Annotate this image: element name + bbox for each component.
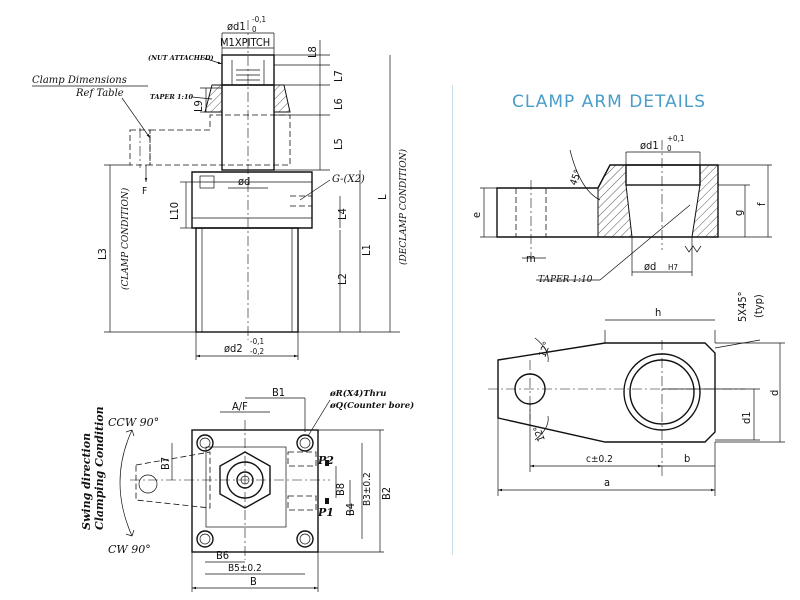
dim-G: G-(X2) (332, 174, 365, 185)
dim-12-bottom: 12° (532, 424, 548, 443)
note-ref-table: Ref Table (75, 88, 124, 99)
dim-L7: L7 (332, 70, 345, 82)
dim-m: m (526, 252, 536, 265)
dim-h7: H7 (668, 263, 678, 272)
dim-L: L (376, 194, 389, 200)
dim-chamfer-2: (typ) (752, 294, 765, 318)
dim-L8: L8 (306, 46, 319, 58)
dim-d2-sup: -0,1 (250, 337, 264, 346)
dim-AF: A/F (232, 400, 248, 413)
label-swing-2: Clamping Condition (93, 406, 106, 530)
label-ccw: CCW 90° (108, 416, 159, 429)
dim-a: a (604, 476, 610, 489)
dim-arm-d1: ød1 (640, 139, 659, 152)
page-title: CLAMP ARM DETAILS (512, 92, 706, 112)
swing-arc (119, 429, 133, 537)
dim-d2: ød2 (224, 342, 243, 355)
arm-top-view: h 5X45° (typ) 12° 12° d1 d c±0.2 b a (488, 291, 785, 496)
arm-top-outline (497, 342, 716, 443)
dim-e: e (470, 212, 483, 218)
dim-g: g (732, 210, 745, 216)
dim-L9: L9 (192, 100, 205, 112)
section-divider (452, 85, 453, 555)
dim-arm-d1b: d1 (740, 411, 753, 424)
dim-B8: B8 (334, 483, 347, 496)
clamp-body (195, 227, 299, 333)
dim-L4: L4 (336, 208, 349, 220)
note-counter-bore: øQ(Counter bore) (329, 400, 414, 411)
dim-B6: B6 (216, 549, 229, 562)
label-cw: CW 90° (108, 543, 151, 556)
dim-B4: B4 (344, 503, 357, 516)
label-P1: P1 (317, 506, 334, 519)
note-nut-attached: (NUT ATTACHED) (148, 54, 214, 62)
dim-d1-sup: -0,1 (252, 15, 266, 24)
clamp-arm-dashed (149, 114, 291, 166)
mount-hole-bl (196, 530, 214, 548)
dim-L1: L1 (360, 244, 373, 256)
dim-d1-sub: 0 (252, 25, 257, 34)
dim-B1: B1 (272, 386, 285, 399)
label-taper: TAPER 1:10 (538, 275, 593, 285)
dim-d2-sub: -0,2 (250, 347, 264, 356)
dim-L10: L10 (168, 202, 181, 220)
dim-arm-d: d (768, 390, 781, 396)
dim-arm-d1-sup: +0,1 (667, 134, 684, 143)
dim-m-pitch: M1XPITCH (220, 36, 270, 49)
dim-L6: L6 (332, 98, 345, 110)
clamp-side-view: ød1 -0,1 0 M1XPITCH L8 L7 L6 L5 L9 L10 ø… (32, 15, 409, 360)
dim-L5: L5 (332, 138, 345, 150)
clamp-top-view: B1 A/F øR(X4)Thru øQ(Counter bore) B7 P2… (80, 386, 414, 592)
label-swing-1: Swing direction (80, 433, 93, 530)
clamp-base-plate (191, 429, 319, 553)
dim-L2: L2 (336, 273, 349, 285)
note-taper-small: TAPER 1:10 (150, 93, 193, 101)
dim-d1: ød1 (227, 20, 246, 33)
dim-h: h (655, 306, 661, 319)
note-clamp-dim: Clamp Dimensions (32, 75, 127, 86)
dim-B3: B3±0.2 (362, 472, 373, 506)
dim-B2: B2 (380, 487, 393, 500)
clamp-flange (191, 171, 313, 229)
hex-nut (219, 451, 271, 509)
taper-section-right (273, 84, 291, 113)
label-clamp-condition: (CLAMP CONDITION) (120, 187, 131, 290)
dim-L3: L3 (96, 248, 109, 260)
label-declamp: (DECLAMP CONDITION) (398, 148, 409, 265)
dim-c: c±0.2 (586, 454, 613, 465)
dim-B7: B7 (159, 457, 172, 470)
dim-B5: B5±0.2 (228, 563, 262, 574)
dim-phi-d-h7: ød (644, 260, 656, 273)
dim-f: f (755, 202, 768, 206)
dim-phi-d: ød (238, 175, 250, 188)
arm-section-right-hatch (691, 164, 719, 238)
dim-arm-d1-sub: 0 (667, 144, 672, 153)
mount-hole-br (296, 530, 314, 548)
mount-hole-tr (296, 434, 314, 452)
dim-angle-45: 45° (568, 168, 584, 187)
arm-section-left-hatch (597, 164, 633, 238)
dim-b: b (684, 452, 690, 465)
label-P2: P2 (317, 454, 334, 467)
dim-B: B (250, 575, 257, 588)
label-F: F (142, 186, 147, 197)
arm-side-section: ød1 +0,1 0 45° e g f m TAPER 1:10 ød H7 (470, 134, 772, 285)
note-thru: øR(X4)Thru (329, 388, 386, 399)
mount-hole-tl (196, 434, 214, 452)
dim-chamfer-1: 5X45° (736, 291, 749, 322)
